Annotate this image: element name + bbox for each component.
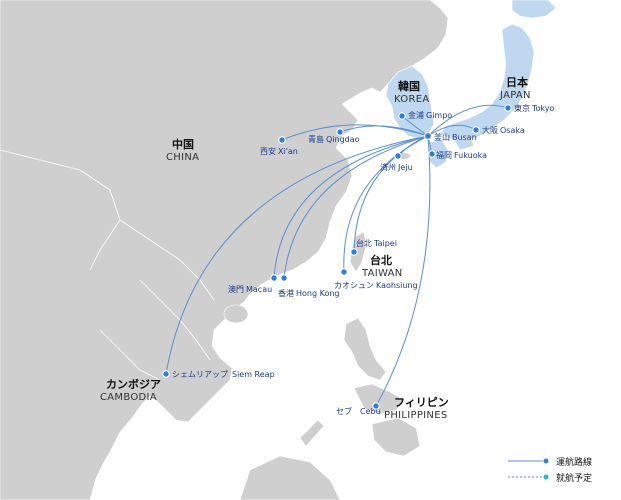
japan-shikoku <box>453 137 475 151</box>
legend: 運航路線 就航予定 <box>508 456 592 484</box>
country-taiwan-en: TAIWAN <box>361 268 403 279</box>
country-korea-ja: 韓国 <box>398 79 420 93</box>
country-japan-en: JAPAN <box>499 90 531 101</box>
country-japan-ja: 日本 <box>506 75 528 89</box>
dot-gimpo[interactable] <box>398 112 406 120</box>
japan-hokkaido <box>511 0 557 19</box>
dot-tokyo[interactable] <box>504 104 512 112</box>
country-china-en: CHINA <box>166 152 199 163</box>
route-busan-siemreap[interactable] <box>165 135 429 375</box>
dot-hongkong[interactable] <box>280 274 288 282</box>
hainan-island <box>223 304 249 324</box>
dot-siemreap[interactable] <box>162 370 170 378</box>
route-busan-macau[interactable] <box>273 135 429 279</box>
country-cambodia-en: CAMBODIA <box>100 392 157 403</box>
route-busan-hongkong[interactable] <box>283 135 429 279</box>
legend-operating-dot <box>542 457 550 465</box>
dot-fukuoka[interactable] <box>428 150 436 158</box>
country-korea-en: KOREA <box>394 94 430 105</box>
country-cambodia-ja: カンボジア <box>106 377 161 391</box>
legend-planned-dot <box>542 473 550 481</box>
route-busan-xian[interactable] <box>281 124 429 141</box>
route-busan-cebu[interactable] <box>375 135 431 407</box>
city-dots <box>162 104 512 410</box>
dot-taipei[interactable] <box>350 248 358 256</box>
japan-kyushu <box>427 139 449 169</box>
korea-landmass <box>385 65 435 139</box>
country-taiwan-ja: 台北 <box>370 253 392 267</box>
philippines-luzon <box>343 317 387 381</box>
philippines-mindanao <box>371 417 421 457</box>
route-busan-tokyo[interactable] <box>427 104 509 137</box>
legend-operating-label: 運航路線 <box>556 456 592 468</box>
country-philippines-en: PHILIPPINES <box>384 410 447 421</box>
country-china-ja: 中国 <box>172 137 194 151</box>
dot-busan[interactable] <box>424 132 432 140</box>
dot-kaohsiung[interactable] <box>340 268 348 276</box>
route-busan-kaohsiung[interactable] <box>343 135 429 273</box>
dot-jeju[interactable] <box>394 152 402 160</box>
mainland-asia <box>0 0 449 500</box>
country-philippines-ja: フィリピン <box>394 396 449 409</box>
dot-osaka[interactable] <box>472 126 480 134</box>
border-lines <box>0 149 215 381</box>
dot-xian[interactable] <box>278 136 286 144</box>
dot-macau[interactable] <box>270 274 278 282</box>
dot-cebu[interactable] <box>372 402 380 410</box>
philippines-palawan <box>299 419 325 447</box>
route-busan-osaka[interactable] <box>427 124 477 137</box>
dot-qingdao[interactable] <box>336 128 344 136</box>
philippines-visayas <box>353 383 405 415</box>
legend-planned-label: 就航予定 <box>556 472 592 484</box>
borneo <box>239 455 341 500</box>
